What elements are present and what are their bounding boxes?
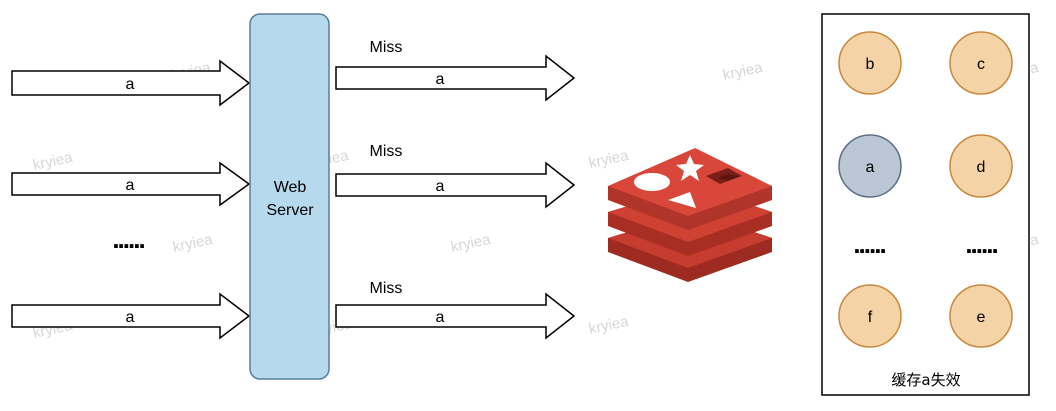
cache-key-d: d [949, 134, 1013, 198]
cache-key-label: f [868, 309, 873, 326]
miss-arrow: Miss a [335, 143, 576, 209]
cache-key-label: a [866, 159, 875, 176]
request-label: a [126, 177, 135, 194]
server-label-line2: Server [266, 202, 314, 219]
cache-ellipsis-right: ...... [965, 229, 997, 259]
cache-ellipsis-left: ...... [853, 229, 885, 259]
request-arrow: a [11, 59, 251, 107]
miss-arrow: Miss a [335, 280, 576, 340]
watermark: kryiea [171, 231, 214, 256]
redis-icon [608, 148, 772, 282]
miss-arrow: Miss a [335, 39, 576, 102]
miss-label: Miss [370, 143, 403, 160]
cache-key-b: b [838, 31, 902, 95]
more-requests-ellipsis: ...... [112, 224, 144, 254]
cache-key-c: c [949, 31, 1013, 95]
web-server: Web Server [249, 13, 330, 380]
request-label: a [126, 76, 135, 93]
server-label-line1: Web [274, 179, 307, 196]
watermark: kryiea [587, 313, 630, 338]
cache-store: b c a d ...... ...... f e 缓存a失效 [821, 13, 1030, 396]
cache-key-e: e [949, 284, 1013, 348]
miss-arrow-label: a [436, 178, 445, 195]
watermark: kryiea [31, 149, 74, 174]
cache-key-label: b [866, 56, 875, 73]
cache-caption: 缓存a失效 [891, 371, 960, 389]
watermark: kryiea [721, 59, 764, 84]
cache-key-f: f [838, 284, 902, 348]
cache-key-label: d [977, 159, 986, 176]
miss-label: Miss [370, 280, 403, 297]
cache-key-a-expired: a [838, 134, 902, 198]
miss-arrow-label: a [436, 71, 445, 88]
miss-label: Miss [370, 39, 403, 56]
request-label: a [126, 309, 135, 326]
watermark: kryiea [587, 147, 630, 172]
watermark: kryiea [449, 231, 492, 256]
cache-key-label: c [977, 56, 985, 73]
cache-key-label: e [977, 309, 986, 326]
request-arrow: a [11, 292, 251, 340]
miss-arrow-label: a [436, 309, 445, 326]
request-arrow: a [11, 161, 251, 207]
